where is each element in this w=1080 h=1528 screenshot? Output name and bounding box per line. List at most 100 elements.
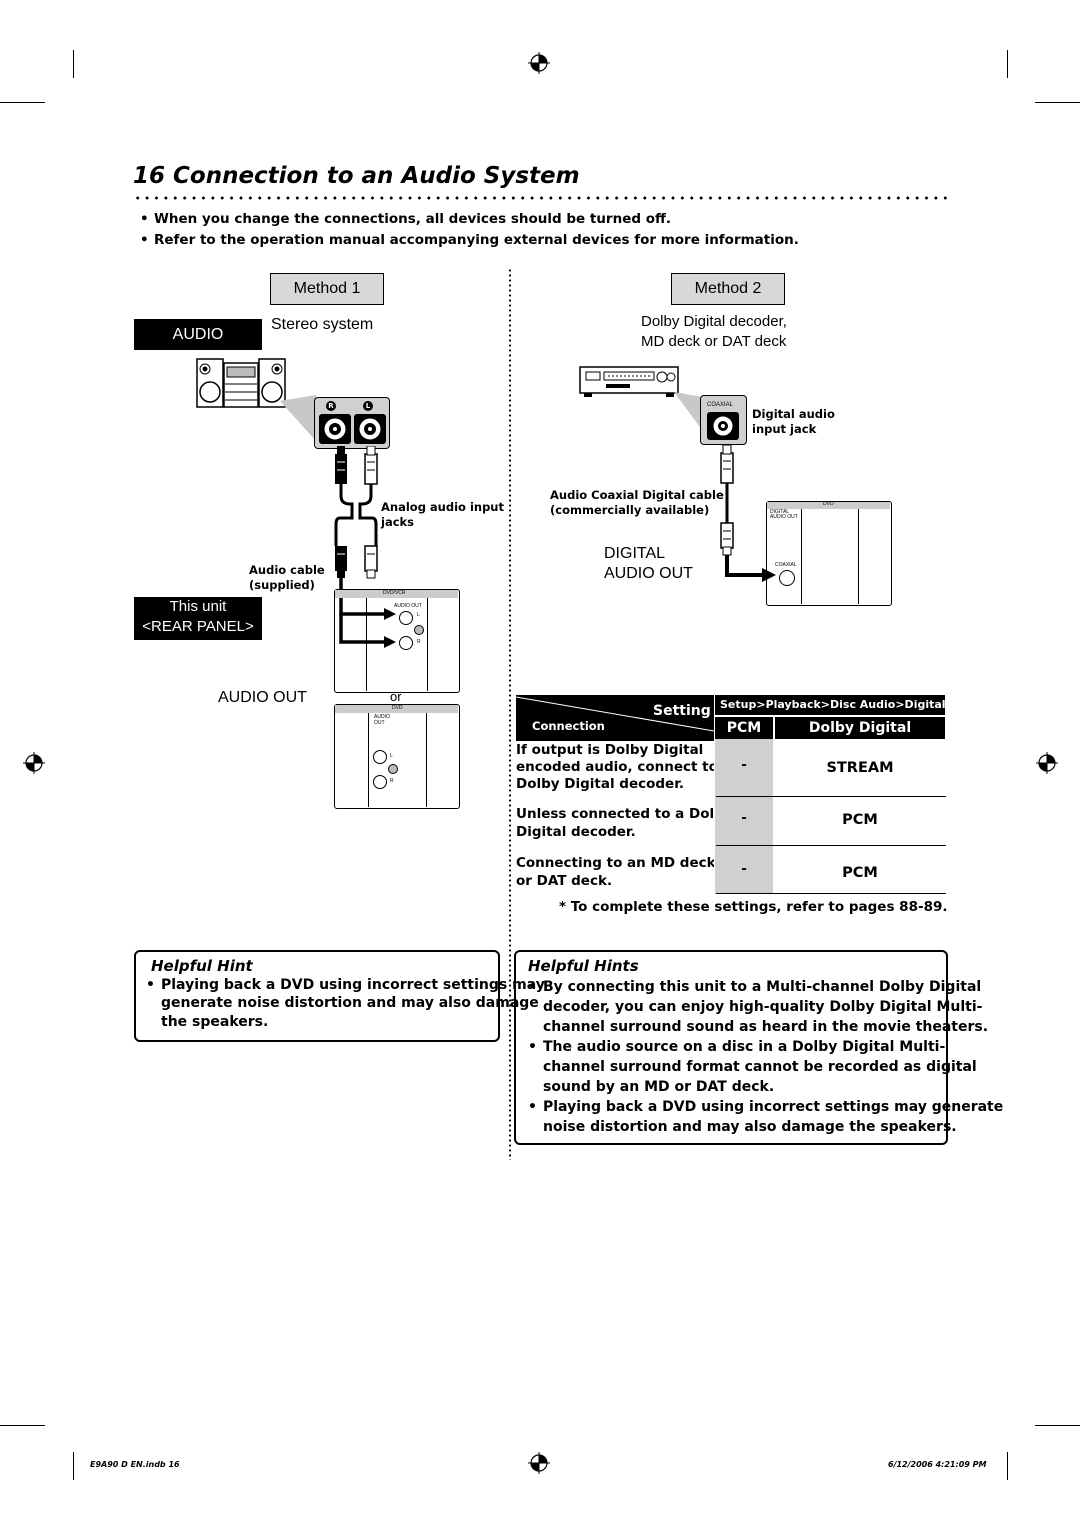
- table-row-1-text-1: If output is Dolby Digital: [516, 742, 704, 758]
- coaxial-cable-icon: [720, 445, 776, 582]
- bullet-item: •Refer to the operation manual accompany…: [140, 232, 799, 248]
- table-row-3-pcm: -: [741, 861, 747, 877]
- rca-jack-icon: [319, 414, 351, 444]
- jack-r-label: R: [417, 639, 421, 645]
- dotted-divider: [133, 196, 948, 200]
- helpful-hints-bullet: •: [528, 1099, 537, 1115]
- helpful-hint-line: Playing back a DVD using incorrect setti…: [161, 977, 545, 993]
- this-unit-label: This unit <REAR PANEL>: [134, 597, 262, 640]
- helpful-hints-line: decoder, you can enjoy high-quality Dolb…: [543, 999, 983, 1015]
- panel-divider: [801, 509, 802, 604]
- panel-audio-out-text: AUDIO OUT: [394, 603, 422, 609]
- crop-mark: [73, 1452, 74, 1480]
- coaxial-cable-label-1: Audio Coaxial Digital cable: [550, 488, 724, 502]
- registration-mark-icon: [528, 52, 550, 74]
- zoom-callout-icon: [674, 392, 708, 438]
- helpful-hints-line: channel surround format cannot be record…: [543, 1059, 977, 1075]
- table-connection-label: Connection: [532, 719, 605, 733]
- registration-mark-icon: [528, 1452, 550, 1474]
- footer-timestamp: 6/12/2006 4:21:09 PM: [888, 1460, 987, 1469]
- bullet-text: Refer to the operation manual accompanyi…: [154, 232, 799, 248]
- panel-header-dvd: DVD: [823, 501, 834, 507]
- table-row-1-dolby: STREAM: [826, 760, 894, 776]
- crop-mark: [1035, 102, 1080, 103]
- coaxial-jack-icon: [779, 570, 795, 586]
- crop-mark: [1035, 1425, 1080, 1426]
- table-row-3-text-2: or DAT deck.: [516, 873, 613, 889]
- table-col-dolby-text: Dolby Digital: [808, 720, 912, 736]
- table-row-1-text-3: Dolby Digital decoder.: [516, 776, 685, 792]
- crop-mark: [73, 50, 74, 78]
- audio-out-label: AUDIO OUT: [218, 689, 307, 706]
- helpful-hints-bullet: •: [528, 1039, 537, 1055]
- helpful-hints-line: sound by an MD or DAT deck.: [543, 1079, 775, 1095]
- coaxial-label: COAXIAL: [707, 402, 734, 408]
- crop-mark: [1007, 50, 1008, 78]
- jack-l-icon: [373, 750, 387, 764]
- dvd-rear-panel: [334, 704, 460, 809]
- analog-input-label-2: jacks: [381, 515, 415, 529]
- jack-l-label: L: [390, 753, 393, 759]
- panel-digital-out-text: DIGITAL AUDIO OUT: [770, 509, 798, 520]
- right-channel-badge: R: [326, 401, 336, 411]
- panel-header-bar: [335, 590, 458, 598]
- method-2-label: Method 2: [671, 273, 785, 305]
- table-row-divider: [716, 893, 946, 894]
- crop-mark: [0, 102, 45, 103]
- jack-l-icon: [399, 611, 413, 625]
- analog-input-label-1: Analog audio input: [381, 500, 504, 514]
- panel-header-dvd-vcr: DVD/VCR: [383, 590, 406, 596]
- helpful-hints-line: By connecting this unit to a Multi-chann…: [543, 979, 982, 995]
- table-header-diagonal: [516, 695, 714, 741]
- panel-header-dvd: DVD: [392, 705, 403, 711]
- method-1-label: Method 1: [270, 273, 384, 305]
- panel-divider: [368, 713, 369, 807]
- digital-input-label-1: Digital audio: [752, 407, 835, 421]
- digital-input-label-2: input jack: [752, 422, 817, 436]
- audio-category-label: AUDIO: [134, 319, 262, 350]
- panel-divider: [426, 713, 427, 807]
- page-title: 16 Connection to an Audio System: [133, 163, 580, 189]
- crop-mark: [0, 1425, 45, 1426]
- digital-out-label-2: AUDIO OUT: [604, 565, 693, 582]
- helpful-hints-line: channel surround sound as heard in the m…: [543, 1019, 989, 1035]
- helpful-hints-line: noise distortion and may also damage the…: [543, 1119, 957, 1135]
- helpful-hint-line: generate noise distortion and may also d…: [161, 995, 539, 1011]
- pcm-column-shade: [715, 739, 773, 894]
- this-unit-text: This unit: [169, 598, 227, 615]
- table-path-cell: Setup>Playback>Disc Audio>Digital Out: [715, 695, 945, 715]
- helpful-hints-line: Playing back a DVD using incorrect setti…: [543, 1099, 1004, 1115]
- helpful-hint-title: Helpful Hint: [151, 957, 253, 975]
- bullet-item: •When you change the connections, all de…: [140, 211, 672, 227]
- table-path-text: Setup>Playback>Disc Audio>Digital Out: [720, 698, 945, 711]
- coaxial-cable-label-2: (commercially available): [550, 503, 710, 517]
- or-label: or: [390, 689, 402, 704]
- helpful-hints-bullet: •: [528, 979, 537, 995]
- table-row-3-text-1: Connecting to an MD deck: [516, 855, 714, 871]
- panel-divider: [858, 509, 859, 604]
- registration-mark-icon: [23, 752, 45, 774]
- audio-cable-label-2: (supplied): [249, 578, 315, 592]
- dvd-vcr-rear-panel: [334, 589, 460, 693]
- jack-l-label: L: [417, 612, 420, 618]
- column-divider: [509, 268, 511, 1160]
- bullet-text: When you change the connections, all dev…: [154, 211, 672, 227]
- jack-r-icon: [373, 775, 387, 789]
- panel-divider: [427, 598, 428, 691]
- footer-file-info: E9A90 D EN.indb 16: [90, 1460, 180, 1469]
- helpful-hints-box: [514, 950, 948, 1145]
- table-row-2-dolby: PCM: [842, 812, 878, 828]
- rca-jack-icon: [354, 414, 386, 444]
- panel-header-bar: [335, 705, 458, 713]
- table-col-pcm: PCM: [715, 717, 773, 739]
- registration-mark-icon: [1036, 752, 1058, 774]
- table-note: * To complete these settings, refer to p…: [559, 899, 948, 915]
- panel-audio-out-text: AUDIO OUT: [374, 714, 390, 726]
- helpful-hints-title: Helpful Hints: [528, 957, 639, 975]
- digital-out-label-1: DIGITAL: [604, 545, 666, 562]
- table-row-divider: [716, 796, 946, 797]
- table-col-dolby: Dolby Digital: [775, 717, 945, 739]
- table-row-2-text-1: Unless connected to a Dolby: [516, 806, 714, 822]
- right-channel-label: R: [328, 402, 334, 410]
- panel-header-bar: [767, 502, 890, 509]
